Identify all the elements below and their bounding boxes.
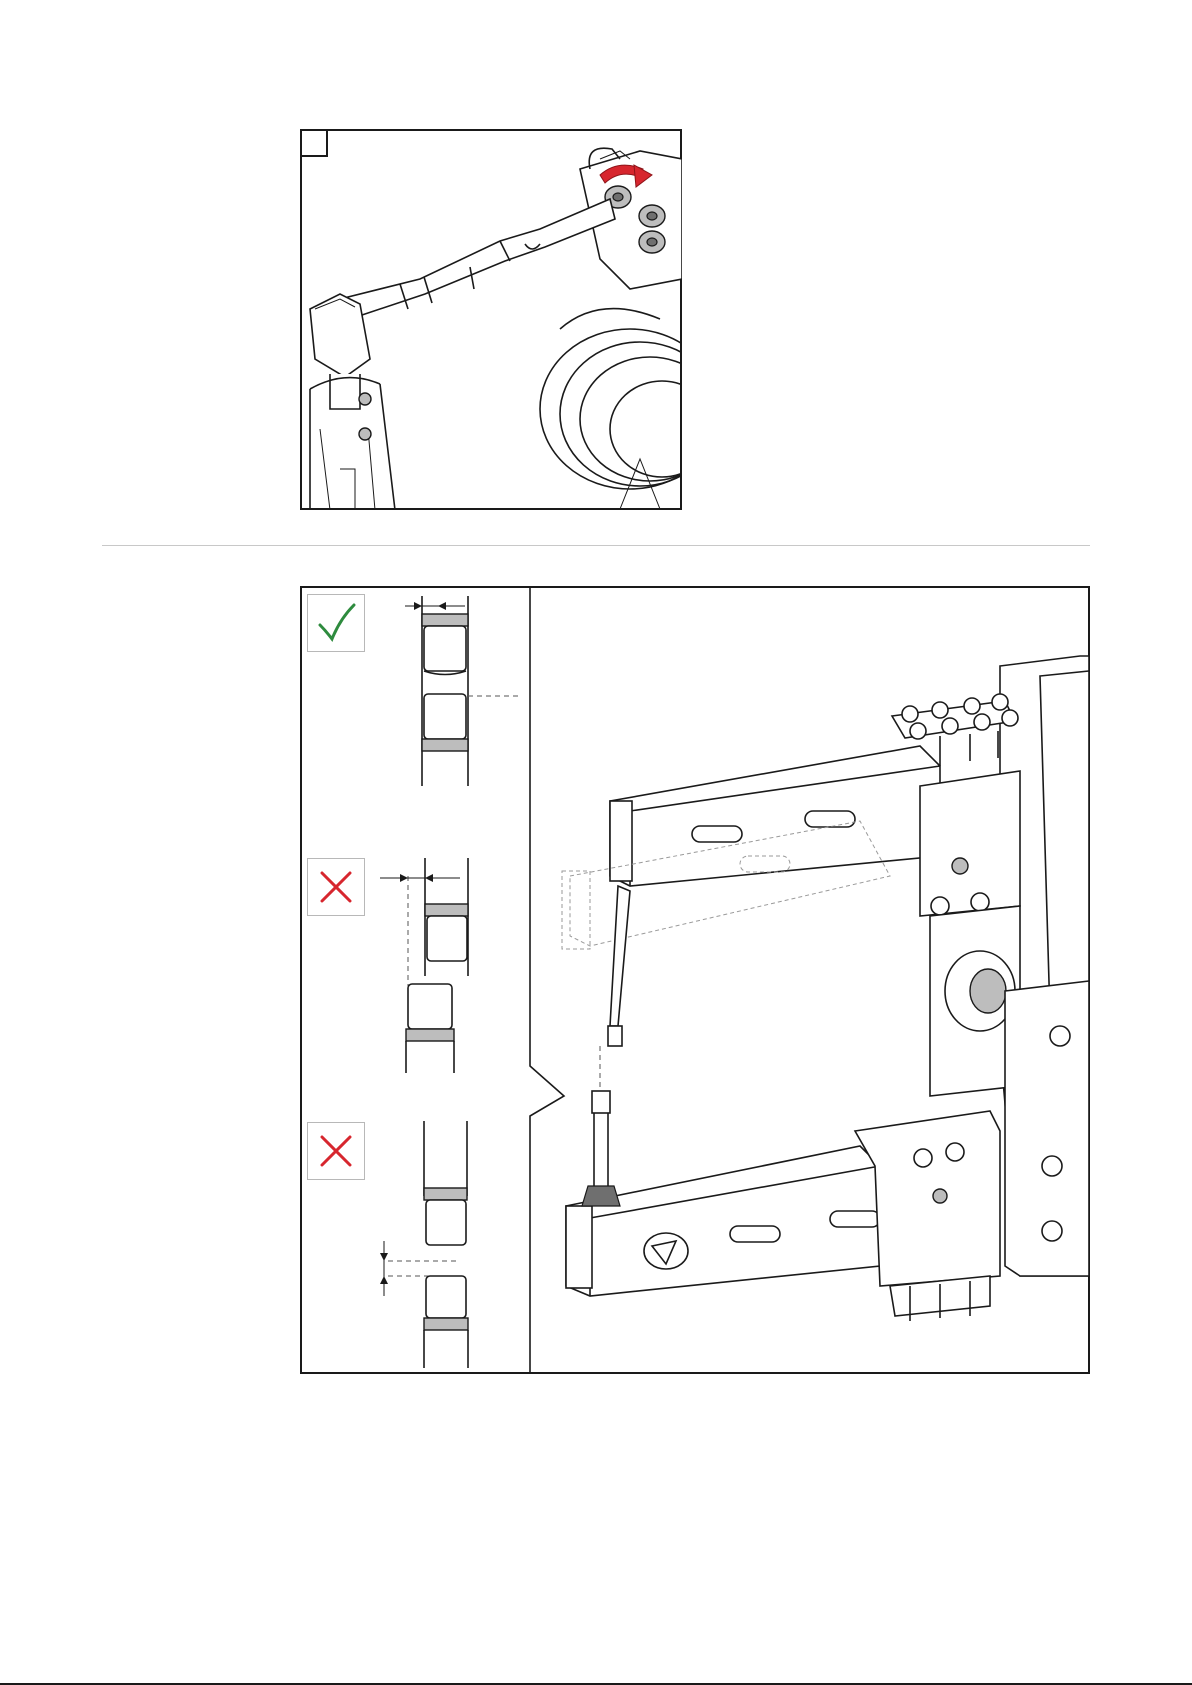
cross-icon [308, 859, 364, 915]
section-divider [102, 545, 1090, 546]
status-indicator-wrong-gap [307, 1122, 365, 1180]
step-number-box [301, 130, 327, 156]
bottom-illustration [300, 586, 1091, 1375]
status-indicator-wrong-offset [307, 858, 365, 916]
upper-block [920, 771, 1020, 916]
top-illustration [300, 129, 682, 510]
cross-icon [308, 1123, 364, 1179]
check-icon [308, 595, 364, 651]
front-plate [1005, 981, 1089, 1276]
status-indicator-correct [307, 594, 365, 652]
